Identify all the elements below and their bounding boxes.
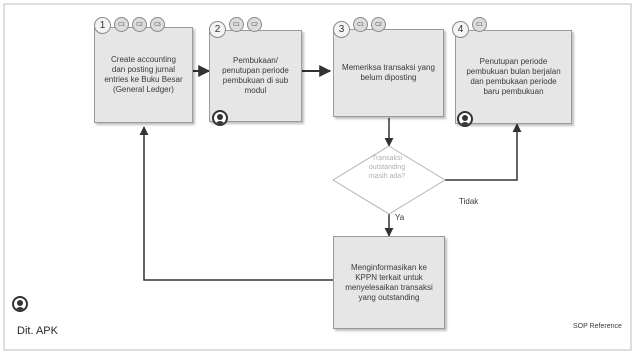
- person-icon: [212, 110, 228, 126]
- step-2-ref-badge: C1: [229, 17, 244, 32]
- step-3-number: 3: [333, 21, 350, 38]
- step-1-ref-badge: C3: [150, 17, 165, 32]
- step-3-box: Memeriksa transaksi yang belum diposting: [333, 29, 444, 117]
- step-2-ref-badge: C2: [247, 17, 262, 32]
- notify-kppn-box: Menginformasikan ke KPPN terkait untuk m…: [333, 236, 445, 329]
- step-4-box: Penutupan periode pembukuan bulan berjal…: [455, 30, 572, 124]
- notify-line: menyelesaikan transaksi: [345, 282, 433, 292]
- person-icon: [12, 296, 28, 312]
- step-4-line: Penutupan periode: [479, 57, 548, 66]
- step-2-line: Pembukaan/: [233, 56, 278, 65]
- diagram-frame: [3, 3, 632, 351]
- decision-yes-label: Ya: [395, 213, 405, 222]
- decision-line: outstanding: [368, 164, 406, 171]
- step-4-number: 4: [452, 21, 469, 38]
- step-1-line: dan posting jurnal: [111, 65, 176, 74]
- decision-line: Transaksi: [371, 155, 403, 162]
- step-2-line: penutupan periode: [222, 66, 289, 75]
- step-4-line: baru pembukuan: [483, 87, 544, 96]
- step-1-line: Create accounting: [111, 55, 176, 64]
- step-2-line: pembukuan di sub: [222, 76, 289, 85]
- step-3-line: Memeriksa transaksi yang: [342, 63, 435, 72]
- step-1-line: (General Ledger): [113, 85, 174, 94]
- step-3-ref-badge: C2: [371, 17, 386, 32]
- person-icon: [457, 111, 473, 127]
- decision-line: masih ada?: [368, 173, 406, 180]
- step-1-ref-badge: C2: [132, 17, 147, 32]
- step-4-line: pembukuan bulan berjalan: [466, 67, 561, 76]
- step-1-ref-badge: C1: [114, 17, 129, 32]
- step-1-number: 1: [94, 17, 111, 34]
- arrow-notify-to-step1: [139, 126, 333, 281]
- step-2-box: Pembukaan/ penutupan periode pembukuan d…: [209, 30, 302, 122]
- notify-line: KPPN terkait untuk: [355, 272, 423, 282]
- step-3-line: belum diposting: [360, 73, 417, 82]
- decision-diamond: [332, 145, 446, 215]
- step-2-line: modul: [244, 86, 267, 95]
- sop-reference-label: SOP Reference: [573, 323, 622, 330]
- step-3-ref-badge: C1: [353, 17, 368, 32]
- department-label: Dit. APK: [17, 325, 58, 337]
- step-4-line: dan pembukaan periode: [470, 77, 557, 86]
- notify-line: Menginformasikan ke: [350, 262, 428, 272]
- step-1-box: Create accounting dan posting jurnal ent…: [94, 27, 193, 123]
- step-4-ref-badge: C1: [472, 17, 487, 32]
- decision-label: Transaksi outstanding masih ada?: [352, 154, 422, 181]
- step-2-number: 2: [209, 21, 226, 38]
- step-1-line: entries ke Buku Besar: [104, 75, 183, 84]
- arrow-decision-no-to-step4: [445, 123, 522, 181]
- decision-no-label: Tidak: [459, 197, 479, 206]
- notify-line: yang outstanding: [358, 292, 420, 302]
